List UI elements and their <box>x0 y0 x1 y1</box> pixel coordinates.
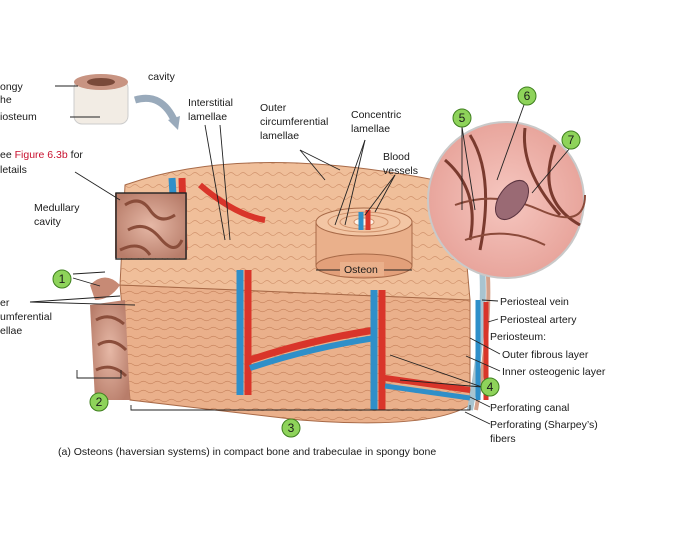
label-sharpey-1: Perforating (Sharpey’s) <box>490 419 598 431</box>
detail-box <box>115 192 187 260</box>
bone-thumbnail <box>73 74 180 130</box>
osteon-cylinder <box>315 207 413 279</box>
label-see-details: letails <box>0 164 27 176</box>
see-figure-reference: Figure 6.3b <box>15 149 68 161</box>
label-inner-osteogenic: Inner osteogenic layer <box>502 366 606 378</box>
label-medullary-2: cavity <box>34 216 62 228</box>
label-osteon: Osteon <box>344 264 378 276</box>
label-spongy-top: ongy <box>0 81 24 93</box>
label-perforating-canal: Perforating canal <box>490 402 569 414</box>
callout-4-label: 4 <box>487 380 494 394</box>
osteon-label-bg <box>340 262 384 276</box>
label-inner-circ-3: ellae <box>0 325 22 337</box>
label-blood-1: Blood <box>383 151 410 163</box>
callout-6-label: 6 <box>524 89 531 103</box>
label-concentric-1: Concentric <box>351 109 401 121</box>
label-periosteum-top: iosteum <box>0 111 37 123</box>
label-outer-circ-2: circumferential <box>260 116 328 128</box>
label-concentric-2: lamellae <box>351 123 390 135</box>
osteocyte-magnified <box>427 121 586 279</box>
figure-caption: (a) Osteons (haversian systems) in compa… <box>58 446 436 458</box>
label-inner-circ-2: umferential <box>0 311 52 323</box>
callout-5: 5 <box>452 108 472 128</box>
callout-1-label: 1 <box>59 272 66 286</box>
callout-5-label: 5 <box>459 111 466 125</box>
label-medullary-1: Medullary <box>34 202 80 214</box>
callout-2: 2 <box>89 392 109 412</box>
callout-4: 4 <box>480 377 500 397</box>
see-prefix: ee <box>0 149 15 161</box>
label-inner-circ-1: er <box>0 297 10 309</box>
callout-3: 3 <box>281 418 301 438</box>
callout-7-label: 7 <box>568 133 575 147</box>
spongy-bone <box>90 193 187 400</box>
label-periosteal-artery: Periosteal artery <box>500 314 577 326</box>
label-periosteal-vein: Periosteal vein <box>500 296 569 308</box>
label-interstitial-1: Interstitial <box>188 97 233 109</box>
label-outer-circ-3: lamellae <box>260 130 299 142</box>
callout-3-label: 3 <box>288 421 295 435</box>
label-see-figure: ee Figure 6.3b for <box>0 149 83 161</box>
label-sharpey-2: fibers <box>490 433 516 445</box>
label-interstitial-2: lamellae <box>188 111 227 123</box>
label-cavity-top: cavity <box>148 71 176 83</box>
label-blood-2: vessels <box>383 165 418 177</box>
callout-7: 7 <box>561 130 581 150</box>
label-spongy-he: he <box>0 94 12 106</box>
label-periosteum: Periosteum: <box>490 331 546 343</box>
callout-1: 1 <box>52 269 72 289</box>
label-outer-fibrous: Outer fibrous layer <box>502 349 589 361</box>
callout-6: 6 <box>517 86 537 106</box>
see-suffix: for <box>68 149 84 161</box>
callout-2-label: 2 <box>96 395 103 409</box>
label-outer-circ-1: Outer <box>260 102 287 114</box>
